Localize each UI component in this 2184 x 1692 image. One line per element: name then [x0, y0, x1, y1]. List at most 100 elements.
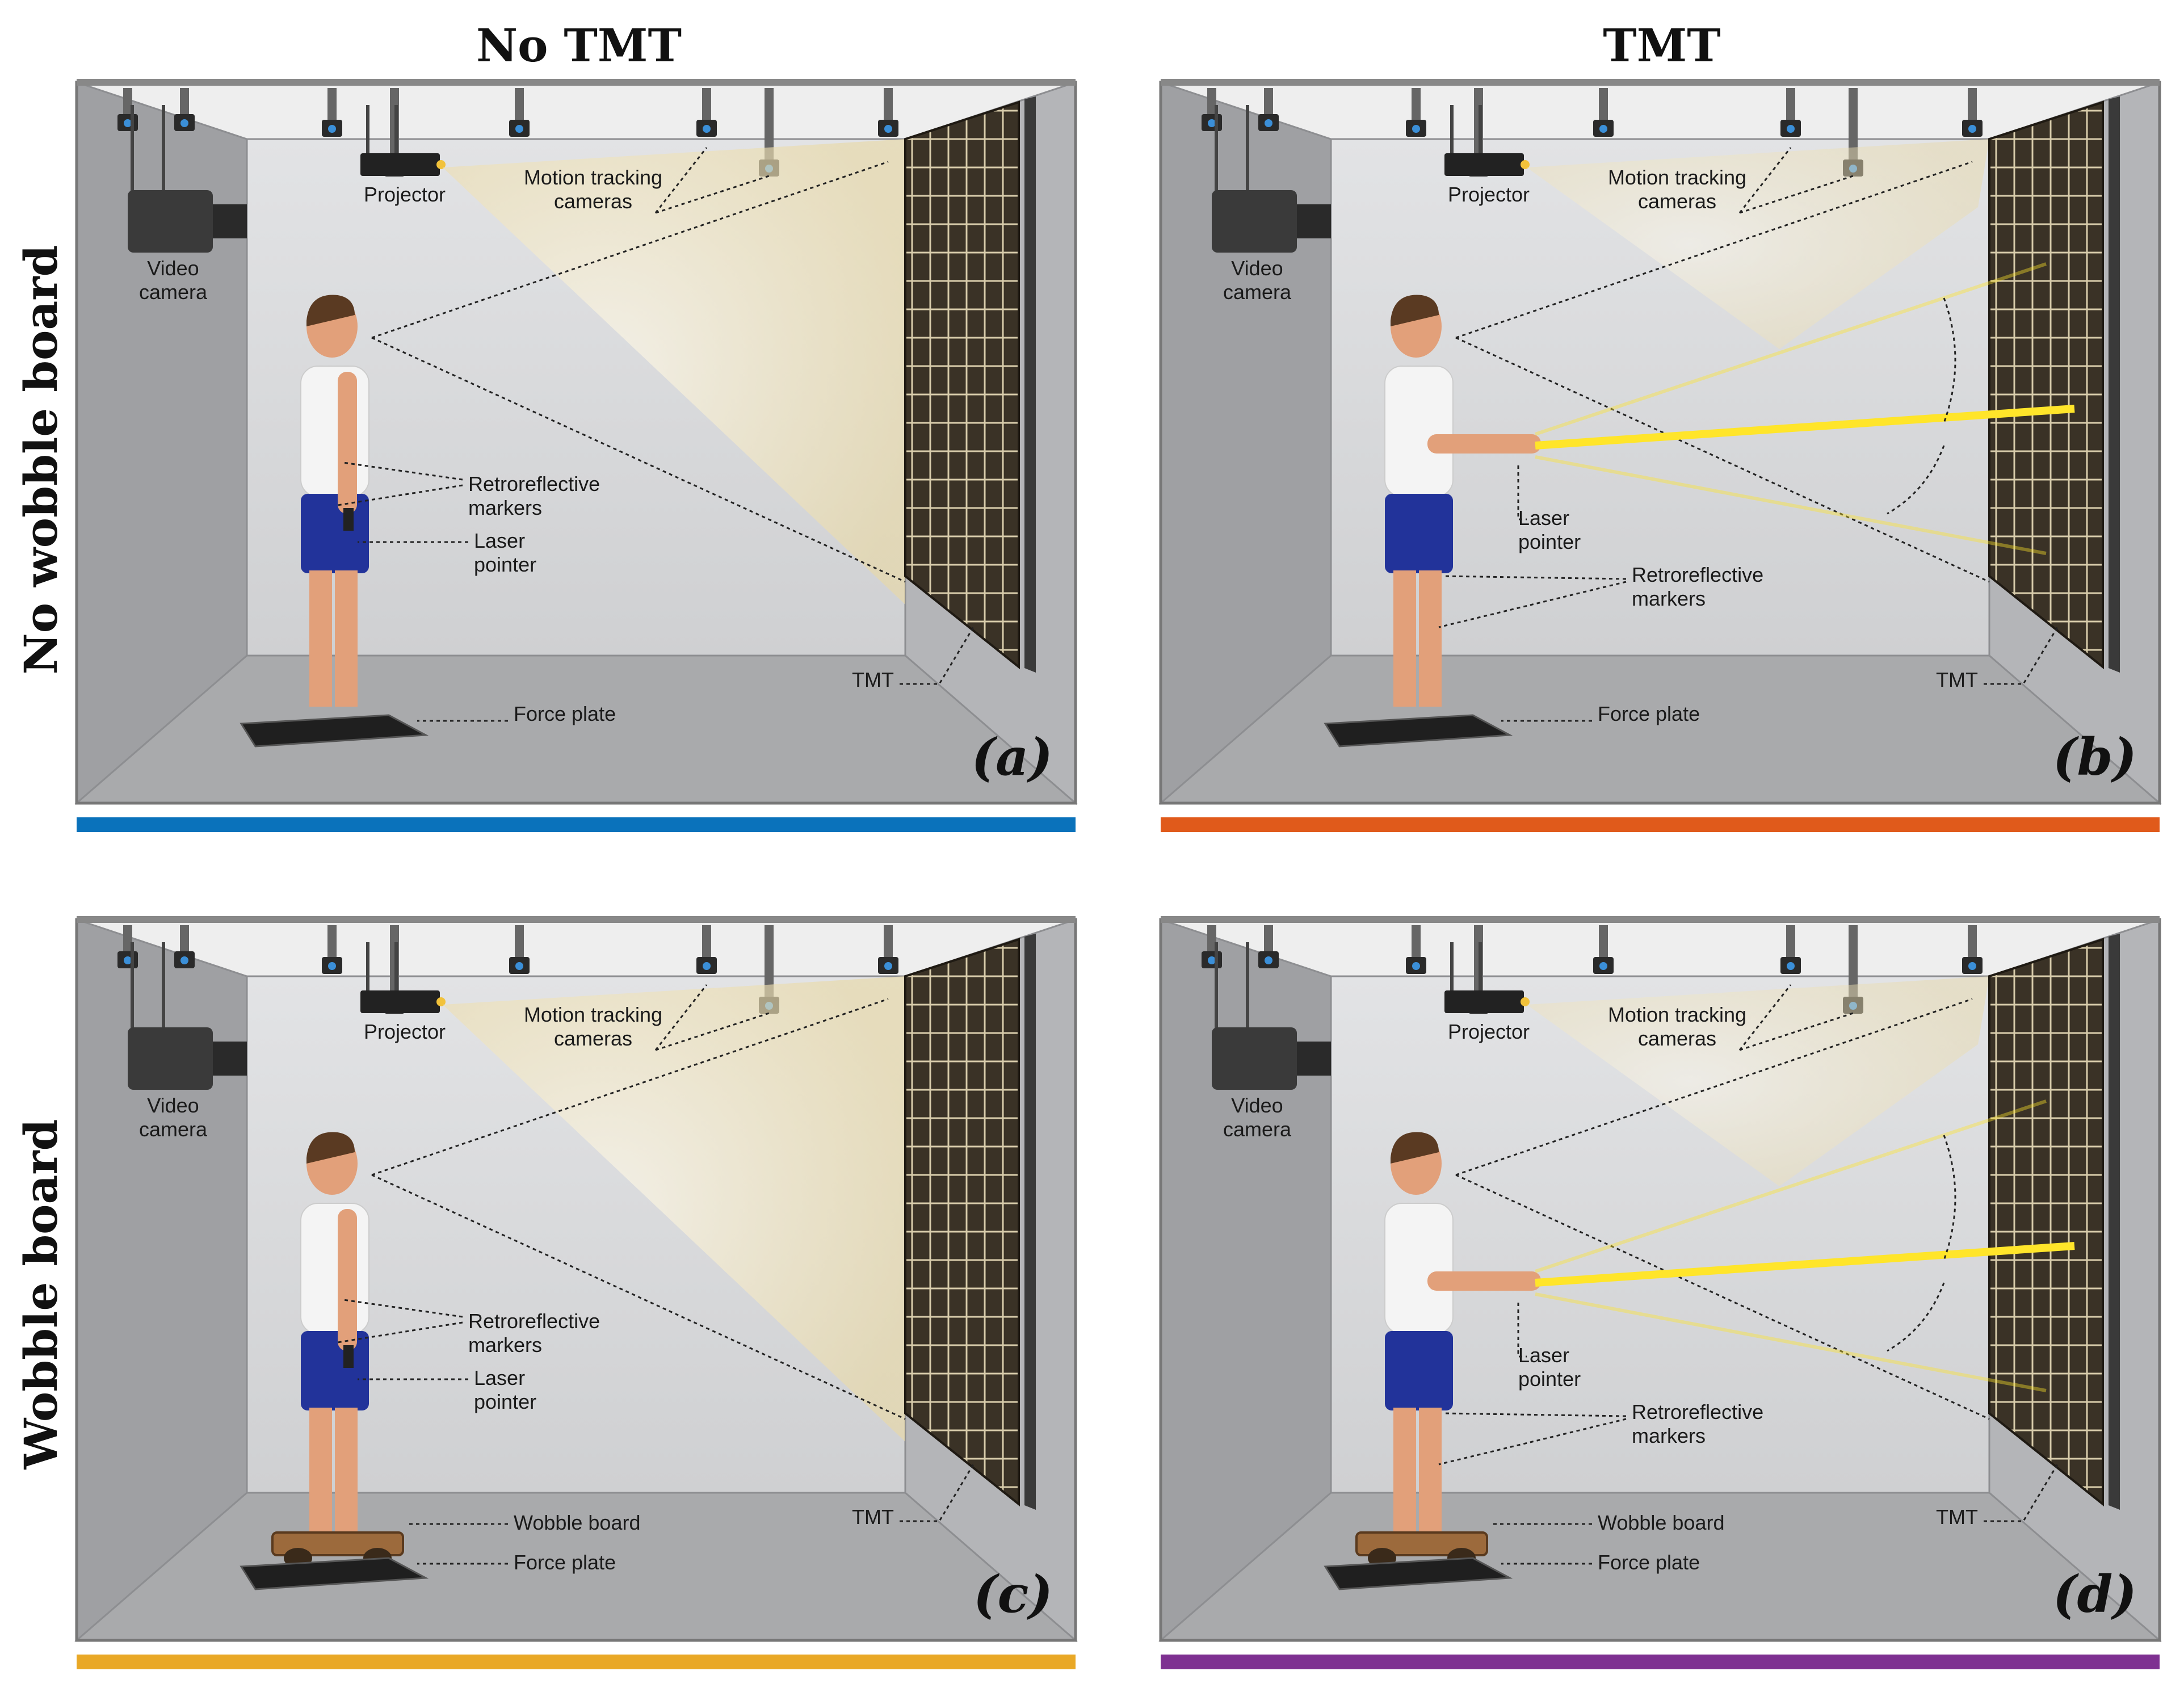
leader-motion-cameras — [654, 984, 770, 1051]
ceiling-rail — [1161, 916, 2160, 923]
camera-lens-icon — [124, 956, 132, 964]
label-wobble-board: Wobble board — [1598, 1511, 1725, 1534]
projector-icon — [1444, 153, 1524, 176]
gaze-lines — [371, 161, 906, 583]
hair — [306, 1132, 355, 1164]
camera-mount — [1207, 88, 1216, 116]
camera-lens-icon — [180, 119, 188, 127]
gaze-lines — [1455, 998, 1990, 1420]
camera-mount — [1207, 925, 1216, 954]
leader-markers — [1438, 575, 1627, 628]
leader-motion-cameras — [654, 147, 770, 214]
hair — [1391, 1132, 1439, 1164]
condition-color-bar — [77, 817, 1076, 832]
panel-label: (d) — [2053, 1564, 2137, 1624]
camera-lens-icon — [1787, 962, 1795, 970]
camera-mount — [702, 925, 711, 959]
arm — [1427, 434, 1541, 454]
condition-color-bar — [1161, 1655, 2160, 1669]
video-camera-rod — [1246, 942, 1249, 1033]
video-camera-lens-icon — [1297, 204, 1331, 238]
laser-beam-range — [1535, 1292, 2047, 1392]
camera-mount — [515, 925, 524, 959]
tmt-board — [904, 100, 1020, 670]
projector-rod — [1450, 942, 1454, 993]
floor — [1158, 654, 2162, 804]
leader-markers — [337, 461, 463, 506]
projector-rod — [366, 942, 369, 993]
shirt — [300, 366, 369, 497]
tmt-board — [904, 938, 1020, 1507]
camera-lens-icon — [328, 125, 336, 133]
camera-mount — [765, 925, 774, 999]
laser-beam — [1535, 405, 2075, 450]
camera-mount — [1968, 88, 1977, 122]
sway-arrows — [1887, 1135, 1956, 1352]
leader-tmt — [1984, 1464, 2059, 1522]
gaze-lines — [1455, 161, 1990, 583]
leader-tmt — [900, 1464, 975, 1522]
laser-beam-range — [1535, 262, 2047, 436]
projector-rod — [1450, 105, 1454, 156]
shorts — [301, 494, 369, 573]
ceiling — [76, 918, 1076, 977]
shorts — [1385, 1331, 1453, 1410]
camera-mount — [327, 925, 337, 959]
leg — [335, 1408, 358, 1544]
camera-lens-icon — [1599, 962, 1607, 970]
video-camera-icon — [128, 1027, 213, 1090]
shirt — [1384, 366, 1454, 497]
camera-lens-icon — [328, 962, 336, 970]
ceiling — [1160, 81, 2160, 140]
video-camera-icon — [1212, 190, 1297, 253]
leg — [1419, 1408, 1442, 1544]
projection-beam — [1527, 976, 1989, 1186]
tmt-board-edge — [1024, 934, 1036, 1510]
video-camera-rod — [1215, 105, 1218, 196]
sway-arrows — [1887, 297, 1956, 515]
hair — [1391, 295, 1439, 326]
tmt-board — [1988, 938, 2104, 1507]
video-camera-rod — [162, 105, 165, 196]
video-camera-rod — [131, 105, 134, 196]
camera-lens-icon — [1599, 125, 1607, 133]
camera-lens-icon — [180, 956, 188, 964]
leader-markers — [337, 1299, 463, 1343]
video-camera-rod — [162, 942, 165, 1033]
leg — [1419, 570, 1442, 707]
panel-label: (b) — [2053, 727, 2137, 787]
leader-motion-cameras — [1738, 147, 1854, 214]
camera-mount — [1786, 925, 1795, 959]
camera-lens-icon — [1208, 119, 1216, 127]
video-camera-rod — [1215, 942, 1218, 1033]
leg — [309, 570, 332, 707]
leader-tmt — [1984, 627, 2059, 685]
camera-mount — [884, 925, 893, 959]
camera-mount — [1849, 925, 1858, 999]
leg — [1393, 1408, 1416, 1544]
camera-lens-icon — [703, 125, 711, 133]
leg — [1393, 570, 1416, 707]
projector-icon — [1444, 990, 1524, 1013]
arm — [338, 372, 357, 514]
label-force-plate: Force plate — [1598, 702, 1700, 725]
arm — [338, 1209, 357, 1351]
camera-mount — [1412, 88, 1421, 122]
label-projector: Projector — [364, 1020, 446, 1043]
condition-color-bar — [77, 1655, 1076, 1669]
projector-rod — [1479, 942, 1482, 993]
laser-pointer-icon — [343, 1345, 354, 1368]
video-camera-lens-icon — [213, 1042, 247, 1076]
label-tmt: TMT — [852, 1505, 894, 1529]
camera-mount — [1264, 925, 1273, 954]
camera-mount — [702, 88, 711, 122]
